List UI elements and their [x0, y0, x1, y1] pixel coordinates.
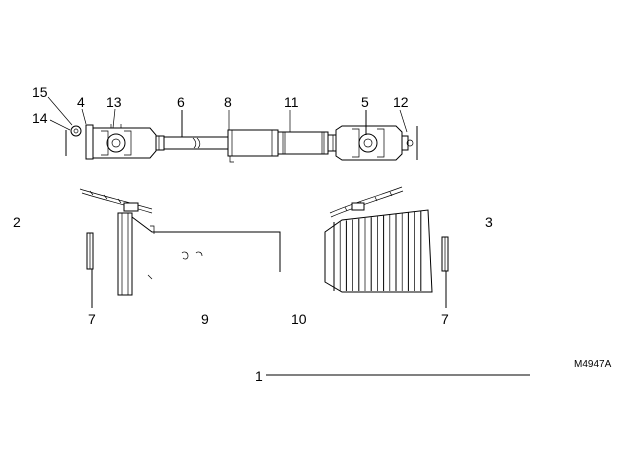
right-boot-kit: [324, 186, 449, 293]
callout-10: 10: [291, 311, 307, 327]
callout-11: 11: [284, 94, 299, 110]
callout-8: 8: [224, 94, 232, 110]
callout-5: 5: [361, 94, 369, 110]
drawing-code: M4947A: [574, 359, 612, 370]
callout-4: 4: [77, 94, 85, 110]
callout-14: 14: [32, 110, 48, 126]
bellows-folds: [333, 210, 422, 291]
left-boot-kit: [79, 188, 281, 296]
drive-shaft-assembly: [65, 124, 418, 163]
callout-12: 12: [393, 94, 409, 110]
callout-2: 2: [13, 214, 21, 230]
leader-lines: [47, 96, 530, 376]
callout-7-left: 7: [88, 311, 96, 327]
callout-15: 15: [32, 84, 48, 100]
callout-7-right: 7: [441, 311, 449, 327]
callout-labels: 15 14 4 13 6 8 11 5 12 2 3 7 9 10 7 1 M4…: [13, 84, 612, 384]
callout-6: 6: [177, 94, 185, 110]
callout-13: 13: [106, 94, 122, 110]
callout-9: 9: [201, 311, 209, 327]
callout-3: 3: [485, 214, 493, 230]
callout-1: 1: [255, 368, 263, 384]
